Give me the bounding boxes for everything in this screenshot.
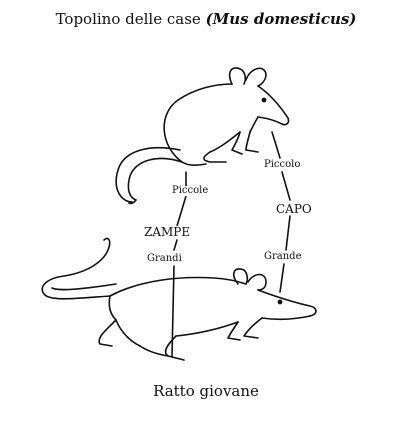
label-head-category: CAPO [276, 202, 312, 216]
label-mouse-feet: Piccole [172, 185, 209, 196]
label-rat-head: Grande [264, 251, 302, 262]
rat-drawing [41, 237, 317, 361]
rat-caption: Ratto giovane [153, 382, 259, 400]
diagram-title: Topolino delle case (Mus domesticus) [0, 10, 412, 28]
comparison-lines [171, 131, 291, 357]
title-common-name: Topolino delle case [55, 10, 201, 28]
mouse-drawing [115, 67, 290, 205]
label-mouse-head: Piccolo [264, 159, 301, 170]
title-species-name: (Mus domesticus) [205, 10, 357, 28]
label-feet-category: ZAMPE [144, 225, 191, 239]
label-rat-feet: Grandi [147, 253, 182, 264]
